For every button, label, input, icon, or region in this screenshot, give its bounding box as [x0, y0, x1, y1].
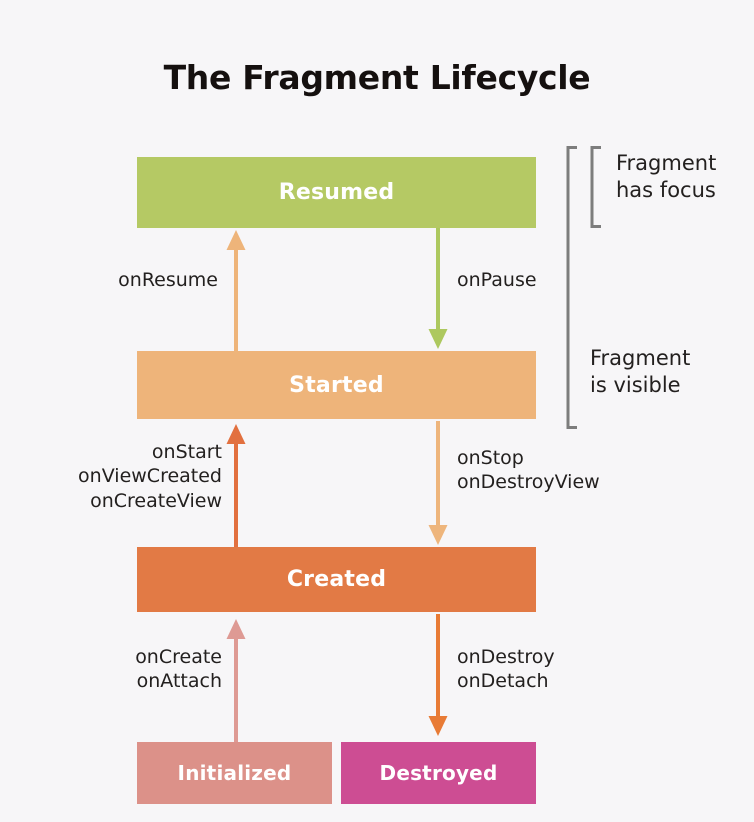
transition-label-on-destroy: onDestroy onDetach — [457, 646, 555, 693]
transition-label-on-pause: onPause — [457, 269, 537, 291]
state-label-created: Created — [286, 567, 387, 592]
transition-label-on-resume: onResume — [118, 269, 218, 291]
state-label-resumed: Resumed — [278, 180, 395, 205]
arrow-on-start — [226, 424, 246, 547]
state-label-destroyed: Destroyed — [379, 761, 498, 785]
arrow-on-create — [226, 619, 246, 742]
state-label-initialized: Initialized — [177, 761, 292, 785]
arrow-on-stop — [428, 421, 448, 545]
bracket-label-is-visible: Fragment is visible — [590, 346, 691, 398]
page-title: The Fragment Lifecycle — [163, 58, 591, 97]
arrow-on-pause — [428, 228, 448, 349]
transition-label-on-stop: onStop onDestroyView — [457, 447, 600, 494]
state-box-initialized[interactable]: Initialized — [137, 742, 332, 804]
transition-label-on-create: onCreate onAttach — [135, 646, 222, 693]
state-box-destroyed[interactable]: Destroyed — [341, 742, 536, 804]
bracket-is-visible — [566, 146, 577, 429]
state-label-started: Started — [289, 372, 384, 398]
transition-label-on-start: onStart onViewCreated onCreateView — [78, 441, 222, 512]
state-box-resumed[interactable]: Resumed — [137, 157, 536, 228]
bracket-has-focus — [590, 146, 601, 228]
state-box-started[interactable]: Started — [137, 351, 536, 419]
arrow-on-resume — [226, 230, 246, 351]
arrow-on-destroy — [428, 614, 448, 736]
bracket-label-has-focus: Fragment has focus — [616, 151, 717, 203]
state-box-created[interactable]: Created — [137, 547, 536, 612]
